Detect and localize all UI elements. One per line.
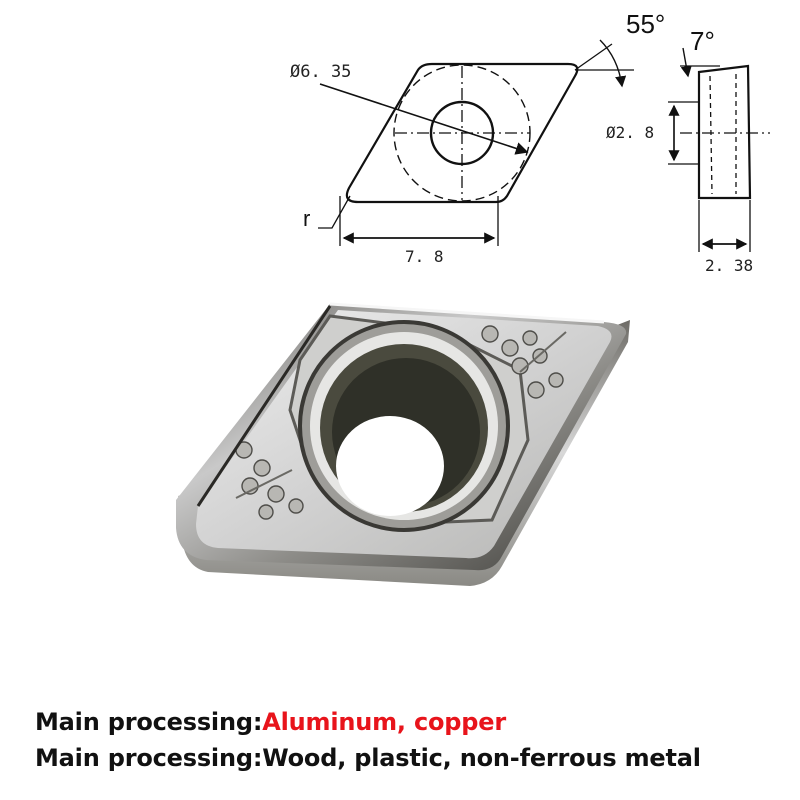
nose-angle-label: 55° [626,9,665,39]
outer-diameter-label: Ø6. 35 [290,62,351,82]
hole-diameter-label: Ø2. 8 [606,123,654,142]
caption-prefix: Main processing: [35,744,263,772]
processing-caption-secondary: Main processing:Wood, plastic, non-ferro… [35,744,701,772]
thickness-label: 2. 38 [705,256,753,275]
caption-value-highlight: Aluminum, copper [262,708,506,736]
caption-value: Wood, plastic, non-ferrous metal [262,744,701,772]
side-profile [697,64,752,200]
side-view [668,47,770,252]
clearance-angle-label: 7° [690,26,715,56]
top-view [318,39,634,246]
insert-photo [176,302,630,586]
processing-caption-primary: Main processing:Aluminum, copper [35,708,506,736]
edge-length-label: 7. 8 [405,247,444,266]
chip-breaker-dots [235,325,564,520]
caption-prefix: Main processing: [35,708,263,736]
corner-radius-label: r [303,206,310,231]
